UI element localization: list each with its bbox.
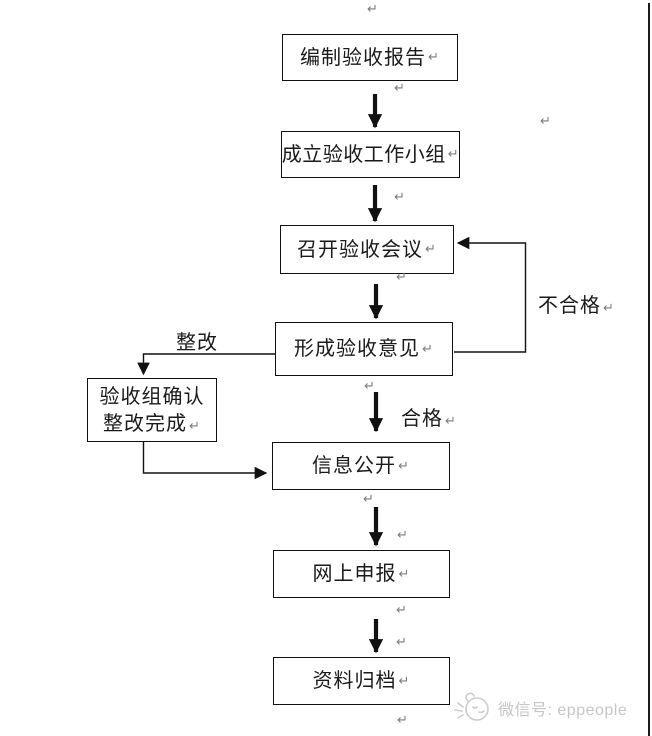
paragraph-mark-icon: ↵ [447, 147, 460, 162]
page-right-border [648, 3, 650, 736]
paragraph-mark-icon: ↵ [396, 635, 407, 650]
flow-node-label-line1: 验收组确认 [99, 385, 205, 408]
edge-label-rectification: 整改 [176, 332, 218, 354]
flow-node-form-acceptance-opinion: 形成验收意见↵ [275, 322, 453, 376]
paragraph-mark-icon: ↵ [394, 190, 405, 205]
watermark: 微信号: eppeople [452, 690, 627, 726]
paragraph-mark-icon: ↵ [367, 2, 378, 17]
paragraph-mark-icon: ↵ [396, 270, 407, 285]
paragraph-mark-icon: ↵ [425, 242, 437, 257]
paragraph-mark-icon: ↵ [398, 673, 411, 689]
flow-node-label: 形成验收意见 [294, 338, 421, 360]
flow-node-label: 信息公开 [312, 455, 397, 477]
paragraph-mark-icon: ↵ [394, 81, 405, 96]
connector-rectification [137, 353, 276, 376]
paragraph-mark-icon: ↵ [398, 566, 411, 582]
flow-node-online-declaration: 网上申报↵ [273, 550, 450, 598]
paragraph-mark-icon: ↵ [364, 379, 375, 394]
paragraph-mark-icon: ↵ [422, 341, 434, 357]
paragraph-mark-icon: ↵ [397, 713, 408, 728]
flow-node-label: 编制验收报告 [300, 46, 427, 69]
flow-node-confirm-rectification-complete: 验收组确认 整改完成↵ [87, 378, 217, 442]
paragraph-mark-icon: ↵ [445, 414, 457, 429]
wechat-logo-icon [454, 692, 489, 721]
connector-rectified-to-disclosure [142, 442, 268, 480]
paragraph-mark-icon: ↵ [603, 301, 615, 316]
edge-label-qualified: 合格↵ [401, 408, 457, 430]
flow-node-label: 资料归档 [312, 670, 397, 692]
paragraph-mark-icon: ↵ [396, 603, 407, 618]
flow-node-information-disclosure: 信息公开↵ [272, 442, 450, 490]
paragraph-mark-icon: ↵ [363, 492, 374, 507]
paragraph-mark-icon: ↵ [428, 50, 440, 65]
edge-label-unqualified: 不合格↵ [538, 295, 615, 317]
flow-node-label: 成立验收工作小组 [281, 143, 446, 166]
paragraph-mark-icon: ↵ [540, 114, 551, 129]
watermark-text: 微信号: eppeople [498, 702, 628, 719]
flow-node-hold-acceptance-meeting: 召开验收会议↵ [280, 225, 454, 274]
flow-node-label-line2: 整改完成↵ [103, 412, 201, 435]
flow-node-label: 网上申报 [312, 563, 397, 585]
connector-unqualified-loop [454, 236, 527, 353]
paragraph-mark-icon: ↵ [189, 418, 201, 434]
paragraph-mark-icon: ↵ [398, 458, 410, 474]
flow-node-establish-acceptance-group: 成立验收工作小组↵ [281, 131, 460, 178]
flow-node-label: 召开验收会议 [297, 238, 424, 261]
flow-node-archive-materials: 资料归档↵ [273, 657, 450, 705]
flow-node-compile-report: 编制验收报告↵ [282, 34, 458, 81]
paragraph-mark-icon: ↵ [397, 528, 408, 543]
